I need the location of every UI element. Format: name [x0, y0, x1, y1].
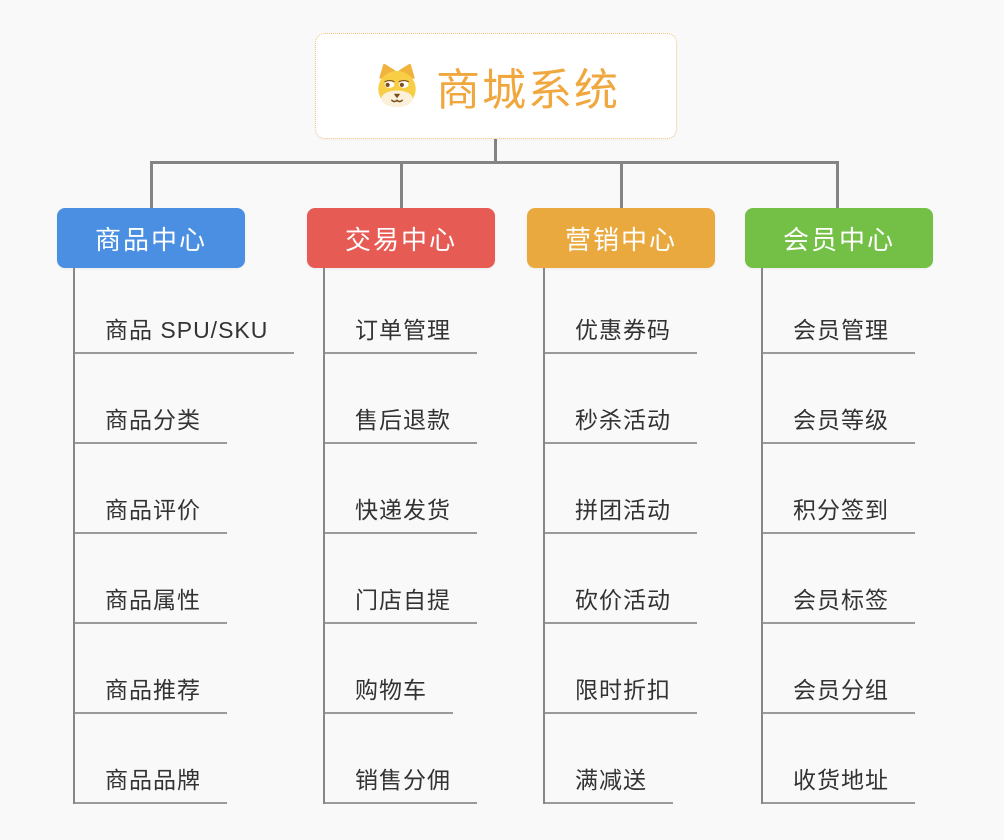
branch-header-marketing[interactable]: 营销中心	[527, 208, 715, 268]
leaf-node[interactable]: 积分签到	[763, 444, 915, 534]
branch-leaf-list: 会员管理 会员等级 积分签到 会员标签 会员分组 收货地址	[761, 268, 915, 804]
leaf-node[interactable]: 会员等级	[763, 354, 915, 444]
leaf-node[interactable]: 限时折扣	[545, 624, 697, 714]
leaf-node[interactable]: 拼团活动	[545, 444, 697, 534]
leaf-node[interactable]: 售后退款	[325, 354, 477, 444]
leaf-node[interactable]: 销售分佣	[325, 714, 477, 804]
leaf-node[interactable]: 商品评价	[75, 444, 227, 534]
branch-header-label: 交易中心	[344, 224, 457, 255]
branch-header-product[interactable]: 商品中心	[57, 208, 245, 268]
branch-marketing-center: 营销中心 优惠券码 秒杀活动 拼团活动 砍价活动 限时折扣 满减送	[527, 208, 715, 804]
branch-trade-center: 交易中心 订单管理 售后退款 快递发货 门店自提 购物车 销售分佣	[307, 208, 495, 804]
branch-header-trade[interactable]: 交易中心	[307, 208, 495, 268]
connector-drop-product	[150, 161, 153, 209]
branch-header-label: 会员中心	[782, 224, 895, 255]
branch-leaf-list: 商品 SPU/SKU 商品分类 商品评价 商品属性 商品推荐 商品品牌	[73, 268, 295, 804]
leaf-node[interactable]: 会员标签	[763, 534, 915, 624]
leaf-node[interactable]: 满减送	[545, 714, 673, 804]
leaf-node[interactable]: 门店自提	[325, 534, 477, 624]
leaf-node[interactable]: 优惠券码	[545, 268, 697, 354]
branch-header-label: 商品中心	[94, 224, 207, 255]
leaf-node[interactable]: 商品 SPU/SKU	[75, 268, 295, 354]
leaf-node[interactable]: 商品属性	[75, 534, 227, 624]
connector-drop-trade	[400, 161, 403, 209]
root-title: 商城系统	[436, 66, 620, 115]
connector-drop-marketing	[620, 161, 623, 209]
branch-product-center: 商品中心 商品 SPU/SKU 商品分类 商品评价 商品属性 商品推荐 商品品牌	[57, 208, 295, 804]
branch-leaf-list: 订单管理 售后退款 快递发货 门店自提 购物车 销售分佣	[323, 268, 477, 804]
branch-header-label: 营销中心	[564, 224, 677, 255]
leaf-node[interactable]: 快递发货	[325, 444, 477, 534]
connector-drop-member	[836, 161, 839, 209]
root-node[interactable]: 商城系统	[315, 33, 677, 139]
leaf-node[interactable]: 商品品牌	[75, 714, 227, 804]
leaf-node[interactable]: 砍价活动	[545, 534, 697, 624]
connector-root-drop	[494, 139, 497, 164]
leaf-node[interactable]: 订单管理	[325, 268, 477, 354]
branch-header-member[interactable]: 会员中心	[745, 208, 933, 268]
dog-face-icon	[372, 62, 422, 110]
branch-member-center: 会员中心 会员管理 会员等级 积分签到 会员标签 会员分组 收货地址	[745, 208, 933, 804]
leaf-node[interactable]: 购物车	[325, 624, 453, 714]
leaf-node[interactable]: 商品推荐	[75, 624, 227, 714]
leaf-node[interactable]: 会员管理	[763, 268, 915, 354]
leaf-node[interactable]: 会员分组	[763, 624, 915, 714]
branch-leaf-list: 优惠券码 秒杀活动 拼团活动 砍价活动 限时折扣 满减送	[543, 268, 697, 804]
leaf-node[interactable]: 收货地址	[763, 714, 915, 804]
leaf-node[interactable]: 秒杀活动	[545, 354, 697, 444]
connector-bus	[150, 161, 839, 164]
leaf-node[interactable]: 商品分类	[75, 354, 227, 444]
